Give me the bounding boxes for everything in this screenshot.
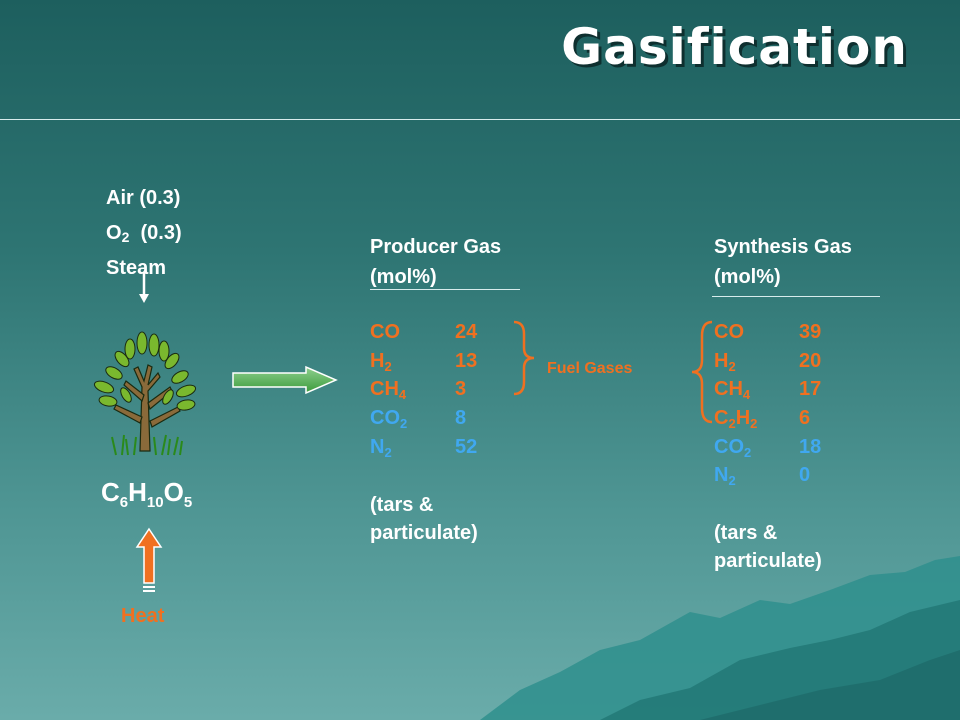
- gas-formula: CO2: [370, 407, 408, 432]
- synthesis-gas-underline: [712, 296, 880, 297]
- gas-formula: CO: [714, 321, 744, 344]
- right-arrow-icon: [232, 365, 338, 395]
- gas-formula: CH4: [370, 378, 407, 403]
- producer-gas-underline: [370, 289, 520, 290]
- input-air: Air (0.3): [106, 187, 181, 209]
- gas-formula: N2: [714, 464, 736, 489]
- fuel-gases-label: Fuel Gases: [547, 360, 633, 377]
- gas-value: 52: [455, 435, 478, 458]
- input-streams: Air (0.3) O2 (0.3) Steam: [106, 181, 182, 286]
- gas-value: 13: [455, 349, 478, 372]
- gas-row: CO2 18: [714, 432, 821, 461]
- gas-formula: CO: [370, 321, 400, 344]
- producer-gas-note: (tars & particulate): [370, 494, 478, 544]
- gas-formula: C2H2: [714, 407, 758, 432]
- gas-row: CO2 8: [370, 404, 477, 433]
- tree-icon: [93, 331, 197, 456]
- down-arrow-icon: [139, 272, 149, 303]
- gas-row: H2 20: [714, 347, 821, 376]
- gas-formula: CH4: [714, 378, 751, 403]
- synthesis-gas-header: Synthesis Gas (mol%): [714, 236, 852, 288]
- gas-formula: H2: [370, 349, 392, 374]
- gas-value: 24: [455, 321, 478, 344]
- gas-value: 39: [799, 321, 822, 344]
- gas-value: 8: [455, 407, 467, 430]
- curly-brace-icon: [691, 320, 713, 424]
- gas-formula: H2: [714, 349, 736, 374]
- gas-value: 3: [455, 378, 467, 401]
- gas-value: 20: [799, 349, 822, 372]
- gas-value: 18: [799, 435, 822, 458]
- page-title: Gasification: [561, 18, 908, 76]
- gas-row: C2H2 6: [714, 404, 821, 433]
- producer-gas-header: Producer Gas (mol%): [370, 236, 502, 288]
- gas-formula: CO2: [714, 435, 752, 460]
- gas-value: 6: [799, 407, 811, 430]
- gas-value: 0: [799, 464, 811, 487]
- biomass-formula: C6H10O5: [101, 477, 193, 511]
- up-arrow-icon: [135, 527, 163, 592]
- input-oxygen: O2 (0.3): [106, 222, 182, 245]
- gas-row: H2 13: [370, 347, 477, 376]
- input-steam: Steam: [106, 257, 167, 279]
- gas-row: CO 24: [370, 318, 477, 347]
- curly-brace-icon: [513, 320, 535, 396]
- gas-row: CH4 17: [714, 375, 821, 404]
- gas-row: CO 39: [714, 318, 821, 347]
- gas-row: N2 52: [370, 432, 477, 461]
- title-divider: [0, 119, 960, 120]
- gas-formula: N2: [370, 435, 392, 460]
- synthesis-gas-note: (tars & particulate): [714, 522, 822, 572]
- gas-row: N2 0: [714, 461, 821, 490]
- gas-value: 17: [799, 378, 822, 401]
- gas-row: CH4 3: [370, 375, 477, 404]
- heat-label: Heat: [121, 605, 165, 627]
